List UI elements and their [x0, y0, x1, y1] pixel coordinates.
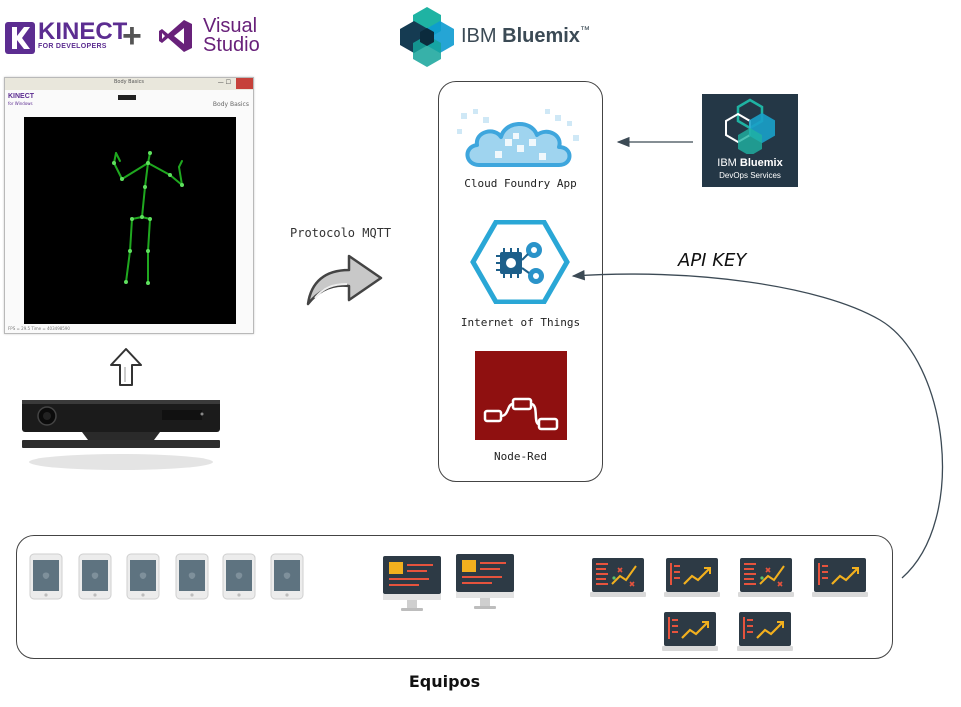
- tablet-icon: [175, 553, 209, 600]
- monitor-icon: [383, 556, 441, 611]
- kinect-sensor-icon: [22, 400, 220, 470]
- tablet-icon: [78, 553, 112, 600]
- window-label: Body Basics: [212, 101, 249, 108]
- internet-of-things-icon: [470, 220, 570, 304]
- tablet-icon: [29, 553, 63, 600]
- devops-logo-icon: [725, 98, 775, 154]
- internet-of-things-label: Internet of Things: [460, 316, 581, 329]
- bluemix-logo-icon: [400, 7, 454, 67]
- laptop-icon: [660, 610, 720, 653]
- bluemix-devops-services: [702, 94, 798, 187]
- body-basics-window: Body Basics — ☐ KINECT for Windows Body …: [4, 77, 254, 334]
- cloud-foundry-label: Cloud Foundry App: [464, 177, 577, 190]
- node-red-label: Node-Red: [494, 450, 547, 463]
- plus-sign: +: [122, 17, 142, 55]
- kinect-logo-subtitle: FOR DEVELOPERS: [38, 43, 107, 50]
- visual-studio-text-line1: Visual: [203, 15, 258, 37]
- bluemix-services-container: [438, 81, 603, 482]
- tablet-icon: [222, 553, 256, 600]
- window-close-button[interactable]: [236, 78, 253, 89]
- window-brand-subtitle: for Windows: [8, 101, 33, 106]
- monitor-icon: [456, 554, 514, 609]
- devices-container: [16, 535, 893, 659]
- devices-layer: [29, 553, 870, 653]
- monitor-devices: [383, 554, 514, 611]
- mqtt-protocol-label: Protocolo MQTT: [290, 226, 392, 240]
- devops-subtitle: DevOps Services: [719, 171, 781, 180]
- laptop-devices: [589, 556, 870, 653]
- window-brand: KINECT: [8, 93, 35, 100]
- kinect-logo-text: KINECT: [38, 18, 128, 45]
- window-title: Body Basics: [113, 79, 145, 85]
- laptop-icon: [810, 556, 870, 599]
- laptop-icon: [589, 557, 647, 598]
- laptop-icon: [662, 556, 722, 599]
- mqtt-arrow-icon: [306, 254, 383, 306]
- cloud-foundry-icon: [457, 109, 579, 167]
- devices-label: Equipos: [408, 672, 481, 691]
- api-key-label: API KEY: [678, 250, 747, 271]
- node-red-icon: [475, 351, 567, 440]
- laptop-icon: [735, 610, 795, 653]
- window-controls[interactable]: — ☐: [217, 79, 231, 86]
- visual-studio-icon: [159, 20, 192, 52]
- tablet-icon: [126, 553, 160, 600]
- window-status-text: FPS = 29.5 Time = 403498590: [8, 326, 70, 331]
- skeleton-figure: [112, 151, 184, 285]
- visual-studio-text-line2: Studio: [203, 34, 260, 56]
- tablet-icon: [270, 553, 304, 600]
- skeleton-canvas: [24, 117, 236, 324]
- api-key-connector: [571, 270, 944, 579]
- tablet-devices: [29, 553, 304, 600]
- kinect-logo-icon: [5, 22, 35, 54]
- window-progress-bar: [118, 95, 136, 100]
- laptop-icon: [737, 557, 795, 598]
- bluemix-logo-text: IBM Bluemix™: [461, 25, 590, 47]
- devops-title: IBM Bluemix: [717, 157, 783, 169]
- up-arrow-icon: [110, 348, 142, 386]
- window-titlebar: Body Basics — ☐: [5, 78, 253, 90]
